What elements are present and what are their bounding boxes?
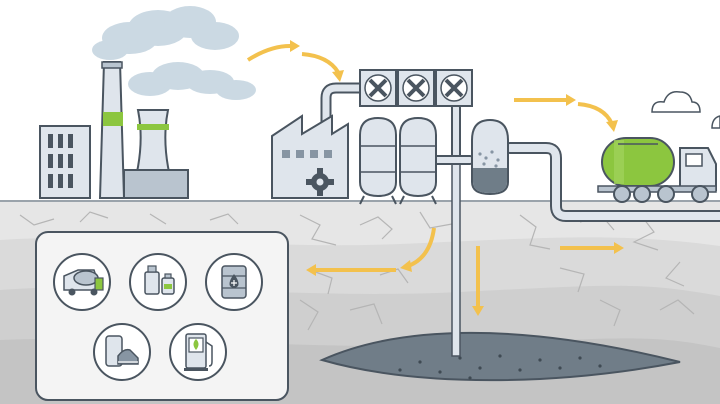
storage-tank-icon xyxy=(359,116,437,205)
cloud-icon xyxy=(651,90,720,129)
uses-panel xyxy=(35,231,289,401)
storage-reservoir xyxy=(319,331,681,382)
facility-building xyxy=(271,114,349,199)
chemical-bottles-icon xyxy=(129,253,187,311)
capture-facility xyxy=(271,69,509,205)
oil-drum-icon xyxy=(205,253,263,311)
tanker-truck-icon xyxy=(597,137,717,203)
power-station xyxy=(39,61,189,199)
smartphone-sneaker-icon xyxy=(93,323,151,381)
cooling-tower-icon xyxy=(123,109,189,199)
fuel-pump-icon xyxy=(169,323,227,381)
concrete-mixer-icon xyxy=(53,253,111,311)
smoke-cloud xyxy=(92,6,256,100)
exhaust-fan-icon xyxy=(359,69,473,107)
injection-well xyxy=(451,159,461,357)
factory-icon xyxy=(39,125,91,199)
separator-tank-icon xyxy=(471,118,509,196)
flow-arrow-icon xyxy=(246,40,624,316)
smokestack-icon xyxy=(98,61,126,199)
gear-icon xyxy=(306,168,334,196)
